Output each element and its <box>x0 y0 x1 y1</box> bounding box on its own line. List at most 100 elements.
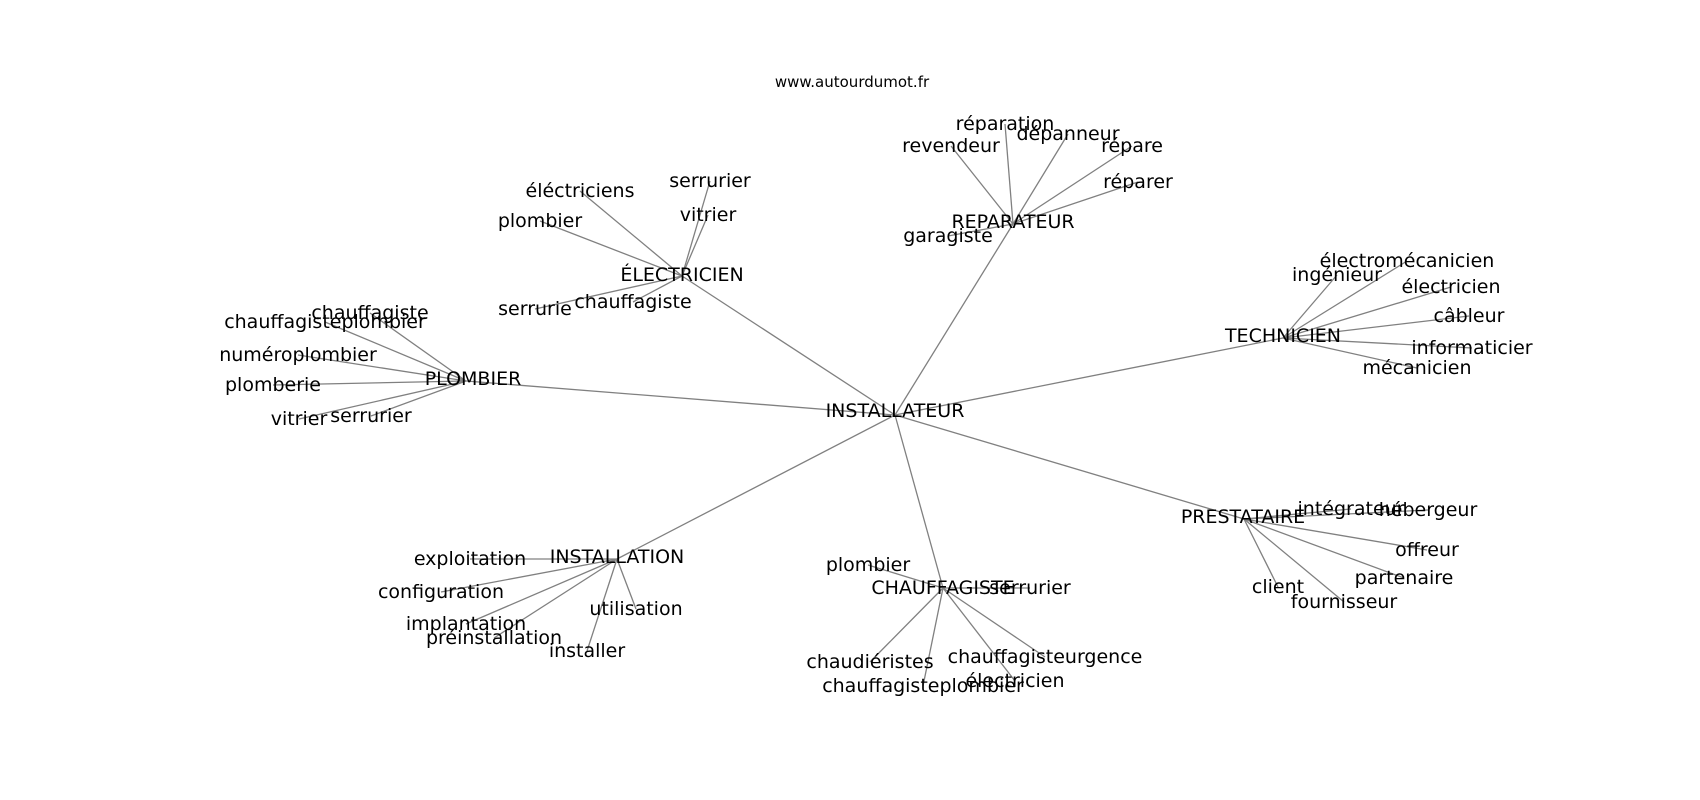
leaf-word-label[interactable]: chauffagiste <box>574 291 691 313</box>
edge-0-1 <box>579 190 683 277</box>
leaf-word-label[interactable]: vitrier <box>271 408 328 430</box>
cluster-node-label[interactable]: TECHNICIEN <box>1224 325 1341 347</box>
edge-5-2 <box>616 558 637 610</box>
edge-0-2 <box>681 214 709 277</box>
edge-center-6 <box>894 414 944 589</box>
leaf-word-label[interactable]: vitrier <box>680 204 737 226</box>
leaf-word-label[interactable]: offreur <box>1395 539 1459 561</box>
center-node-label[interactable]: INSTALLATEUR <box>826 400 965 422</box>
graph-labels: INSTALLATEUR ÉLECTRICIEN serrurier éléctric… <box>219 113 1533 697</box>
edge-center-2 <box>894 337 1284 416</box>
edge-4-3 <box>1243 518 1405 579</box>
edge-3-1 <box>324 321 467 382</box>
edge-3-2 <box>297 354 467 382</box>
leaf-word-label[interactable]: câbleur <box>1434 305 1505 327</box>
site-url: www.autourdumot.fr <box>775 73 930 91</box>
leaf-word-label[interactable]: exploitation <box>414 548 526 570</box>
edge-4-0 <box>1243 508 1352 520</box>
edge-0-3 <box>539 220 683 277</box>
leaf-word-label[interactable]: intégrateur <box>1298 498 1405 520</box>
edge-6-0 <box>867 564 944 589</box>
edge-0-0 <box>681 180 711 277</box>
edge-2-5 <box>1282 337 1418 369</box>
edge-6-3 <box>942 587 1046 658</box>
edge-1-2 <box>950 145 1014 225</box>
edge-3-0 <box>369 312 467 382</box>
edge-6-5 <box>922 587 944 687</box>
leaf-word-label[interactable]: mécanicien <box>1362 357 1471 379</box>
leaf-word-label[interactable]: réparer <box>1103 171 1173 193</box>
leaf-word-label[interactable]: chauffagiste <box>311 302 428 324</box>
leaf-word-label[interactable]: réparation <box>956 113 1055 135</box>
leaf-word-label[interactable]: hébergeur <box>1379 499 1478 521</box>
edge-4-2 <box>1243 518 1428 551</box>
leaf-word-label[interactable]: partenaire <box>1355 567 1454 589</box>
cluster-node-label[interactable]: CHAUFFAGISTE <box>871 577 1014 599</box>
leaf-word-label[interactable]: électricien <box>965 670 1064 692</box>
edge-4-1 <box>1243 509 1429 520</box>
leaf-word-label[interactable]: serrurier <box>669 170 751 192</box>
cluster-node-label[interactable]: ÉLECTRICIEN <box>620 263 743 286</box>
leaf-word-label[interactable]: numéroplombier <box>219 344 377 366</box>
edge-4-5 <box>1243 518 1345 603</box>
graph-edges <box>272 123 1473 687</box>
edge-5-3 <box>465 558 618 625</box>
leaf-word-label[interactable]: chauffagisteplombier <box>224 311 426 333</box>
leaf-word-label[interactable]: serrurie <box>498 298 572 320</box>
cluster-node-label[interactable]: INSTALLATION <box>550 546 685 568</box>
leaf-word-label[interactable]: éléctriciens <box>526 180 635 202</box>
edge-3-4 <box>370 380 467 417</box>
cluster-node-label[interactable]: REPARATEUR <box>951 211 1074 233</box>
edge-5-4 <box>493 558 618 639</box>
leaf-word-label[interactable]: plombier <box>826 554 911 576</box>
leaf-word-label[interactable]: serrurier <box>989 577 1071 599</box>
edge-center-5 <box>616 414 896 560</box>
leaf-word-label[interactable]: serrurier <box>330 405 412 427</box>
leaf-word-label[interactable]: plomberie <box>225 374 321 396</box>
edge-3-3 <box>272 380 467 386</box>
cluster-node-label[interactable]: PRESTATAIRE <box>1181 506 1305 528</box>
edge-1-1 <box>1012 133 1069 225</box>
edge-center-1 <box>894 223 1014 416</box>
edge-1-0 <box>1004 123 1014 225</box>
cluster-node-label[interactable]: PLOMBIER <box>425 368 522 390</box>
leaf-word-label[interactable]: informaticier <box>1411 337 1532 359</box>
edge-center-0 <box>681 275 896 416</box>
leaf-word-label[interactable]: utilisation <box>589 598 682 620</box>
edge-6-2 <box>869 587 944 663</box>
leaf-word-label[interactable]: répare <box>1101 135 1163 157</box>
edge-2-3 <box>1282 315 1470 339</box>
leaf-word-label[interactable]: fournisseur <box>1291 591 1398 613</box>
edge-4-4 <box>1243 518 1279 588</box>
leaf-word-label[interactable]: plombier <box>498 210 583 232</box>
edge-2-4 <box>1282 337 1473 349</box>
edge-center-3 <box>465 380 896 416</box>
edge-5-1 <box>440 558 618 593</box>
leaf-word-label[interactable]: chauffagisteplombier <box>822 675 1024 697</box>
leaf-word-label[interactable]: chaudiéristes <box>806 651 933 673</box>
leaf-word-label[interactable]: électromécanicien <box>1320 250 1495 272</box>
edge-2-1 <box>1282 274 1338 339</box>
leaf-word-label[interactable]: implantation <box>406 613 526 635</box>
edge-5-5 <box>586 558 618 652</box>
edge-3-5 <box>298 380 467 420</box>
leaf-word-label[interactable]: installer <box>549 640 626 662</box>
edge-2-0 <box>1282 260 1408 339</box>
leaf-word-label[interactable]: ingénieur <box>1292 264 1382 286</box>
leaf-word-label[interactable]: électricien <box>1401 276 1500 298</box>
leaf-word-label[interactable]: garagiste <box>903 225 993 247</box>
leaf-word-label[interactable]: client <box>1252 576 1304 598</box>
leaf-word-label[interactable]: dépanneur <box>1016 123 1119 145</box>
edge-6-4 <box>942 587 1016 682</box>
leaf-word-label[interactable]: préinstallation <box>426 627 562 649</box>
edge-1-3 <box>1012 145 1133 225</box>
leaf-word-label[interactable]: revendeur <box>902 135 1000 157</box>
edge-0-4 <box>534 275 683 310</box>
edge-1-4 <box>1012 181 1139 225</box>
edge-1-5 <box>947 223 1014 237</box>
leaf-word-label[interactable]: chauffagisteurgence <box>948 646 1143 668</box>
edge-0-5 <box>632 275 683 303</box>
leaf-word-label[interactable]: configuration <box>378 581 504 603</box>
edge-2-2 <box>1282 286 1452 339</box>
